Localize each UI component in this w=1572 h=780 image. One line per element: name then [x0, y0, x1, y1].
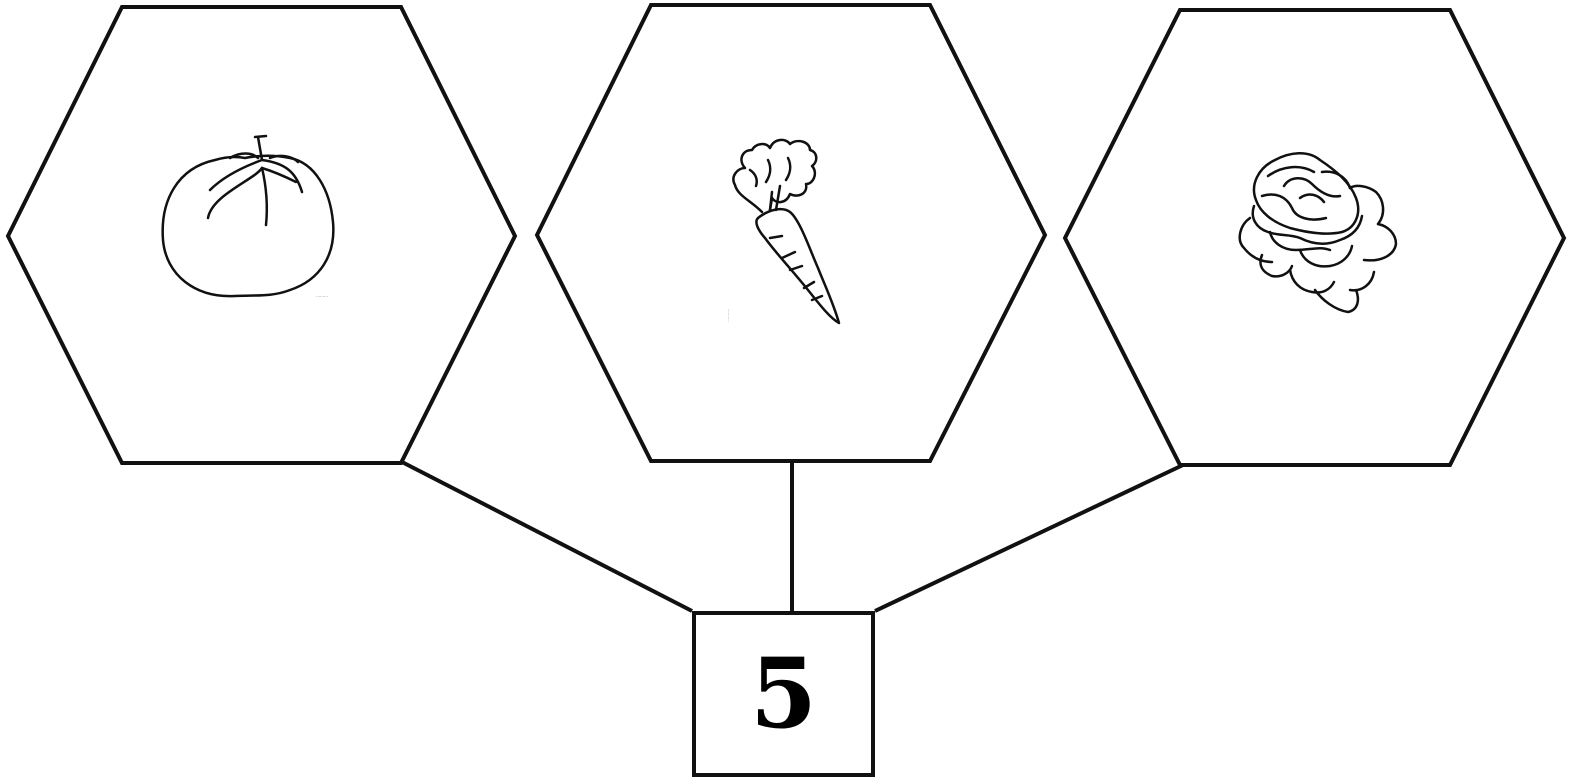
- center-number-box: 5: [692, 611, 875, 777]
- carrot-credit: ··········: [726, 309, 731, 322]
- hexagon-right: [1065, 10, 1564, 465]
- connectors: [402, 461, 1183, 614]
- connector-left: [402, 462, 692, 611]
- hexagon-left: [8, 7, 515, 463]
- hexagon-middle: [537, 5, 1045, 461]
- tomato-credit: ·········: [316, 294, 328, 299]
- center-number: 5: [750, 646, 817, 742]
- connector-right: [875, 465, 1183, 611]
